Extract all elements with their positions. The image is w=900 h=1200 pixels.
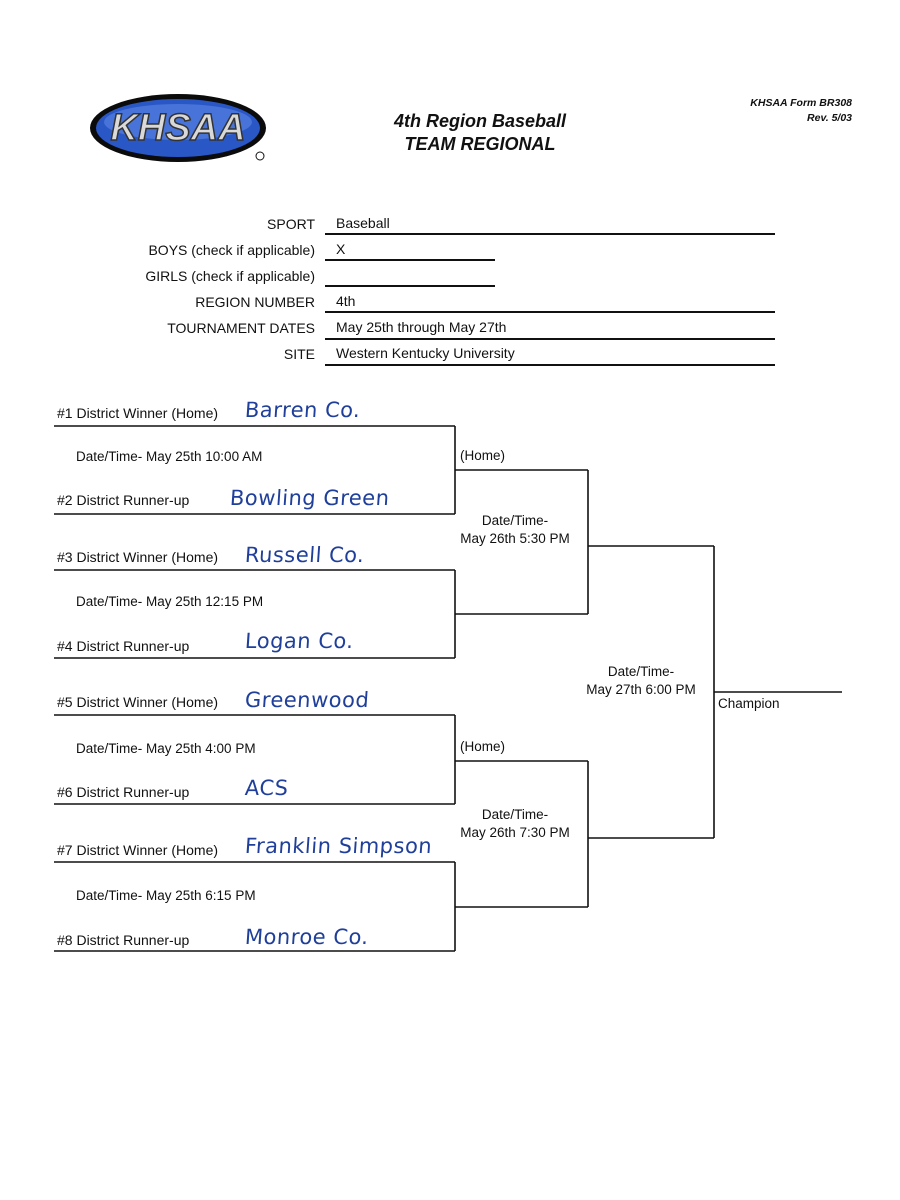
boys-label: BOYS (check if applicable) [148, 242, 315, 258]
sport-label: SPORT [267, 216, 315, 232]
slot-5-label: #5 District Winner (Home) [57, 694, 219, 710]
semifinal-2-datetime-label: Date/Time- [481, 807, 549, 822]
dates-line [325, 338, 775, 340]
game-3-datetime: Date/Time- May 25th 4:00 PM [76, 741, 256, 756]
team-7: Franklin Simpson [244, 834, 434, 858]
slot-6-label: #6 District Runner-up [57, 784, 190, 800]
site-line [325, 364, 775, 366]
page-subtitle: TEAM REGIONAL [404, 134, 556, 154]
dates-value: May 25th through May 27th [336, 319, 507, 335]
slot-1-label: #1 District Winner (Home) [57, 405, 219, 421]
slot-8-label: #8 District Runner-up [57, 932, 190, 948]
game-1-datetime: Date/Time- May 25th 10:00 AM [76, 449, 263, 464]
team-5: Greenwood [244, 688, 371, 712]
slot-7-label: #7 District Winner (Home) [57, 842, 219, 858]
final-datetime: May 27th 6:00 PM [586, 682, 696, 697]
final-datetime-label: Date/Time- [607, 664, 675, 679]
boys-line [325, 259, 495, 261]
team-6: ACS [244, 776, 290, 800]
team-1: Barren Co. [244, 398, 362, 422]
girls-line [325, 285, 495, 287]
slot-4-label: #4 District Runner-up [57, 638, 190, 654]
slot-3-label: #3 District Winner (Home) [57, 549, 219, 565]
form-revision: Rev. 5/03 [807, 112, 852, 124]
site-label: SITE [283, 346, 315, 362]
semifinal-2-home-label: (Home) [460, 739, 506, 754]
game-2-datetime: Date/Time- May 25th 12:15 PM [76, 594, 264, 609]
site-value: Western Kentucky University [336, 345, 515, 361]
boys-value: X [336, 241, 346, 257]
girls-label: GIRLS (check if applicable) [145, 268, 315, 284]
sport-line [325, 233, 775, 235]
logo-text: KHSAA [110, 107, 245, 149]
form-id: KHSAA Form BR308 [750, 97, 852, 109]
slot-2-label: #2 District Runner-up [57, 492, 190, 508]
page-title: 4th Region Baseball [393, 111, 567, 131]
region-label: REGION NUMBER [195, 294, 315, 310]
team-3: Russell Co. [244, 543, 366, 567]
dates-label: TOURNAMENT DATES [167, 320, 315, 336]
team-8: Monroe Co. [244, 925, 370, 949]
sport-value: Baseball [336, 215, 390, 231]
region-line [325, 311, 775, 313]
team-4: Logan Co. [244, 629, 355, 653]
semifinal-1-datetime-label: Date/Time- [481, 513, 549, 528]
champion-label: Champion [718, 696, 780, 711]
region-value: 4th [336, 293, 356, 309]
team-2: Bowling Green [229, 486, 391, 510]
semifinal-1-datetime: May 26th 5:30 PM [460, 531, 570, 546]
semifinal-2-datetime: May 26th 7:30 PM [460, 825, 570, 840]
khsaa-logo: KHSAA [88, 92, 270, 164]
game-4-datetime: Date/Time- May 25th 6:15 PM [76, 888, 256, 903]
semifinal-1-home-label: (Home) [460, 448, 506, 463]
